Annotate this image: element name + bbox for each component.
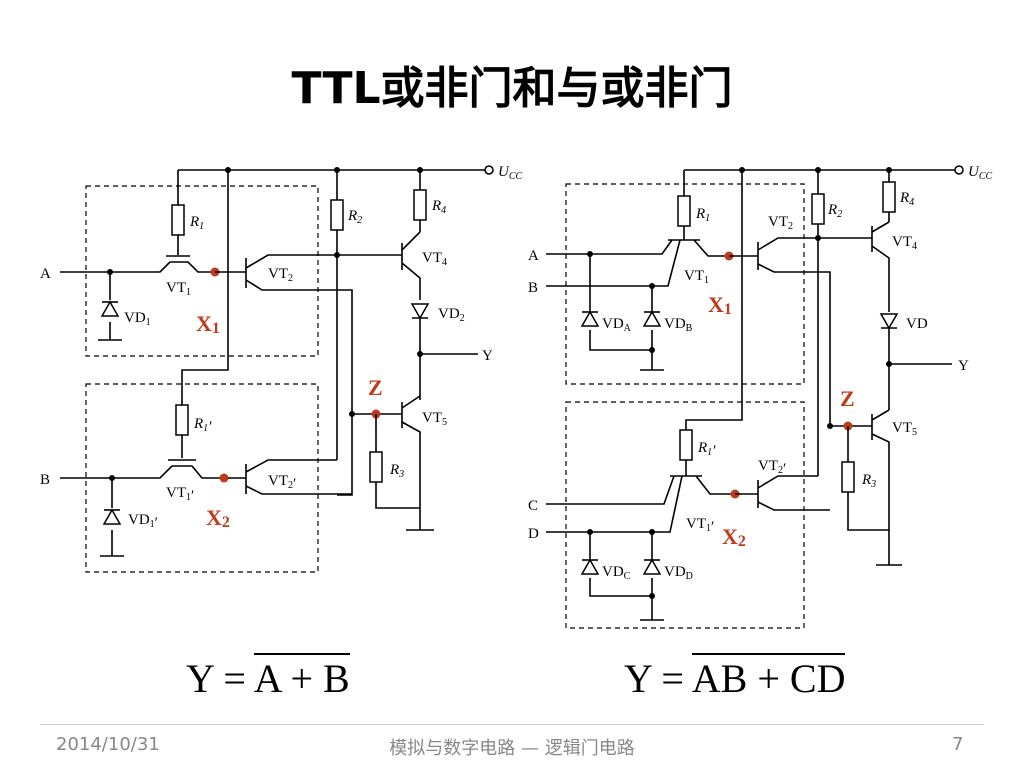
input-stage-box-ab (565, 183, 805, 385)
label-r4: R4 (431, 198, 446, 216)
label-vd-right: VD (906, 316, 928, 332)
left-circuit: UCC R1 A VT1 X1 VD1 VT2 R1′ B VT1′ (40, 164, 523, 573)
label-vt2-right: VT2 (768, 214, 793, 232)
label-vt5-right: VT5 (892, 420, 917, 438)
input-c-label: C (528, 498, 538, 514)
vcc-terminal (484, 165, 494, 175)
output-y-right-label: Y (958, 358, 969, 374)
marker-x2-right-label: X2 (722, 524, 746, 550)
input-d-label: D (528, 526, 539, 542)
label-vd1: VD1 (124, 310, 151, 328)
marker-x2-label: X2 (206, 505, 230, 531)
resistor-r2 (330, 199, 344, 231)
diode-vd1 (100, 300, 120, 317)
label-r3: R3 (389, 462, 404, 480)
label-vt1: VT1 (166, 280, 191, 298)
formula-left: Y = A + B (186, 653, 350, 702)
vcc-terminal-right (954, 165, 964, 175)
input-b-right-label: B (528, 280, 538, 296)
resistor-r2-right (811, 193, 825, 225)
vcc-label-right: UCC (968, 164, 993, 182)
marker-z-label: Z (368, 375, 383, 400)
vcc-label: UCC (498, 164, 523, 182)
marker-x1-right-label: X1 (708, 292, 732, 318)
label-vt1-right: VT1 (684, 268, 709, 286)
label-r1: R1 (189, 214, 204, 232)
formula-right-rhs: AB + CD (691, 653, 846, 701)
resistor-r4 (413, 189, 427, 221)
resistor-r3 (369, 451, 383, 483)
label-vt1-prime: VT1′ (166, 485, 194, 504)
label-vt4: VT4 (422, 250, 447, 268)
right-circuit: UCC R1 A B VT1 X1 VDA VDB VT2 R1′ C D VT… (528, 164, 993, 629)
diode-vdd (642, 558, 662, 575)
label-r1-prime: R1′ (193, 416, 212, 435)
resistor-r1 (171, 204, 185, 236)
page-number: 7 (952, 734, 964, 755)
marker-x1-label: X1 (196, 311, 220, 337)
input-a-label: A (40, 266, 51, 282)
footer-divider (40, 724, 984, 725)
label-r4-right: R4 (899, 190, 914, 208)
marker-x2-dot (219, 473, 229, 483)
resistor-r3-right (841, 461, 855, 493)
label-vt2: VT2 (268, 266, 293, 284)
page-title: TTL或非门和与或非门 (291, 63, 733, 114)
label-vdd: VDD (664, 564, 693, 582)
diode-vdb (642, 310, 662, 327)
label-r1-right: R1 (695, 206, 710, 224)
formula-right-lhs: Y = (624, 656, 692, 701)
input-stage-box-cd (565, 401, 805, 629)
label-vt1-prime-right: VT1′ (686, 516, 714, 535)
label-vd1-prime: VD1′ (128, 512, 158, 531)
footer-title: 模拟与数字电路 — 逻辑门电路 (389, 738, 635, 759)
label-vt2-prime: VT2′ (268, 473, 296, 492)
diode-vd1-prime (102, 508, 122, 525)
footer-date: 2014/10/31 (56, 734, 160, 755)
input-stage-box-b (85, 383, 319, 573)
diode-vdc (580, 558, 600, 575)
label-vdc: VDC (602, 564, 631, 582)
label-r3-right: R3 (861, 472, 876, 490)
formula-left-lhs: Y = (186, 656, 254, 701)
formula-right: Y = AB + CD (624, 653, 846, 702)
resistor-r1-prime-right (679, 429, 693, 461)
diode-vd2 (410, 303, 430, 320)
label-vda: VDA (602, 316, 632, 334)
output-y-label: Y (482, 348, 493, 364)
resistor-r4-right (882, 181, 896, 213)
label-vt4-right: VT4 (892, 234, 917, 252)
resistor-r1-right (677, 195, 691, 227)
label-r1-prime-right: R1′ (697, 440, 716, 459)
input-stage-box-a (85, 185, 319, 357)
diode-vd-right (879, 313, 899, 330)
label-vdb: VDB (664, 316, 693, 334)
label-vd2: VD2 (438, 306, 465, 324)
label-r2: R2 (347, 208, 362, 226)
label-vt2-prime-right: VT2′ (758, 458, 786, 477)
input-b-label: B (40, 472, 50, 488)
formula-left-rhs: A + B (253, 653, 350, 701)
label-r2-right: R2 (827, 202, 842, 220)
diode-vda (580, 310, 600, 327)
input-a-right-label: A (528, 248, 539, 264)
resistor-r1-prime (175, 404, 189, 436)
label-vt5: VT5 (422, 410, 447, 428)
marker-z-right-label: Z (840, 386, 855, 411)
